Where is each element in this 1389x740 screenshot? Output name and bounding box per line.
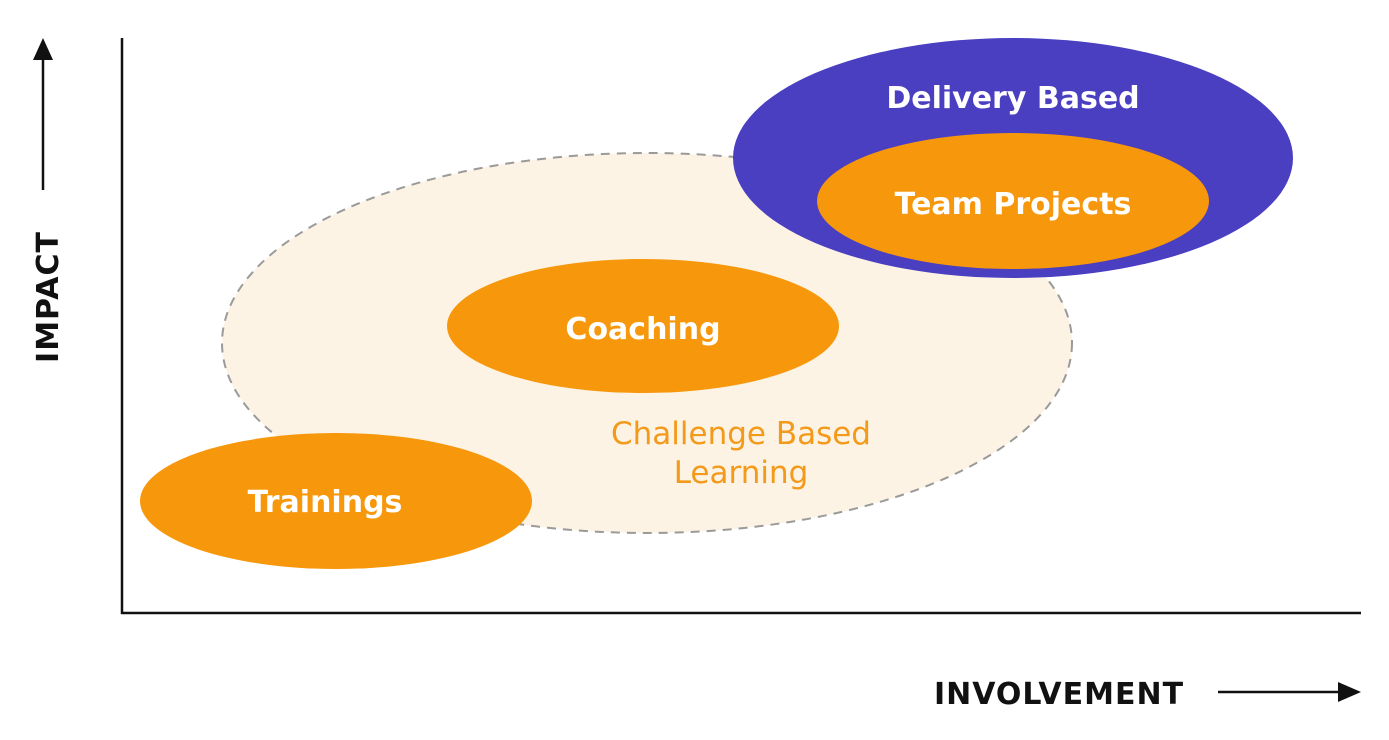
- team-projects-label: Team Projects: [895, 187, 1132, 222]
- coaching-label: Coaching: [565, 312, 720, 347]
- x-axis-arrow-icon: [1218, 682, 1361, 702]
- challenge-based-learning-label-line1: Challenge Based: [611, 416, 871, 452]
- team-projects-bubble: [817, 133, 1209, 269]
- x-axis-title: INVOLVEMENT: [934, 677, 1184, 712]
- trainings-bubble: [140, 433, 532, 569]
- challenge-based-learning-label-line2: Learning: [674, 455, 809, 491]
- y-axis-arrow-icon: [33, 38, 53, 190]
- y-axis-title: IMPACT: [31, 231, 66, 363]
- coaching-bubble: [447, 259, 839, 393]
- trainings-label: Trainings: [248, 485, 403, 520]
- delivery-based-label: Delivery Based: [886, 81, 1139, 116]
